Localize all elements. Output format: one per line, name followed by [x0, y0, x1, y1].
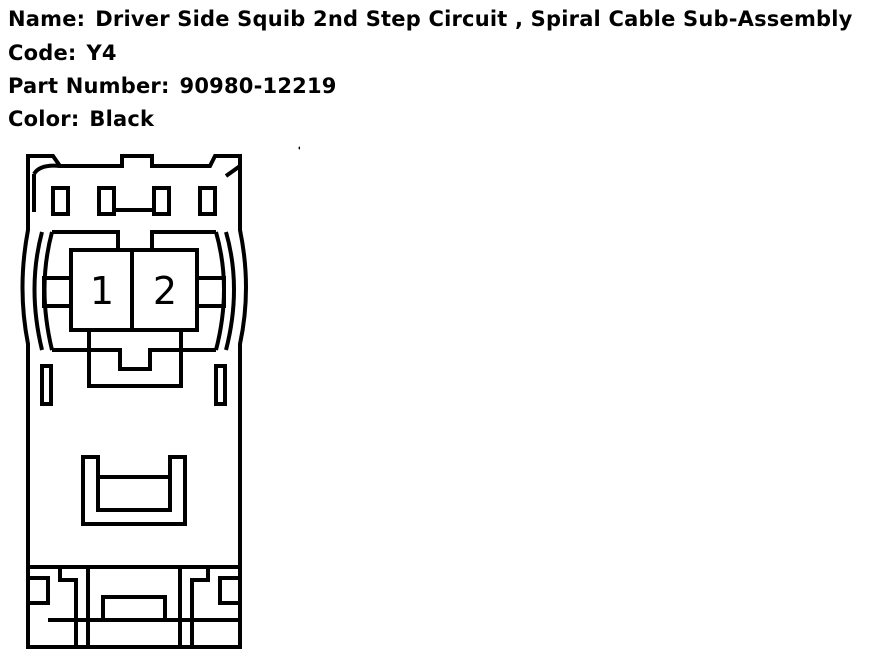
connector-name-value: Driver Side Squib 2nd Step Circuit , Spi…	[95, 7, 853, 31]
connector-code-line: Code: Y4	[8, 40, 117, 66]
part-number-label: Part Number:	[8, 74, 170, 98]
bottom-center-slot	[101, 595, 167, 622]
connector-housing-outline	[20, 154, 248, 649]
connector-color-label: Color:	[8, 107, 80, 131]
connector-code-value: Y4	[86, 41, 117, 65]
right-side-rail-outer	[224, 231, 236, 351]
release-lever	[81, 455, 187, 526]
bottom-right-block	[190, 567, 210, 647]
lock-slot-1	[51, 186, 70, 216]
part-number-line: Part Number: 90980-12219	[8, 73, 337, 99]
left-vertical-slot	[40, 364, 53, 406]
connector-diagram: 1 2	[20, 146, 300, 649]
connector-code-label: Code:	[8, 41, 77, 65]
left-side-rail-outer	[32, 231, 44, 351]
part-number-value: 90980-12219	[179, 74, 337, 98]
connector-name-label: Name:	[8, 7, 86, 31]
lock-slot-4	[198, 186, 217, 216]
housing-inner-rim	[32, 163, 242, 212]
terminal-cavity-frame	[52, 230, 216, 250]
right-vertical-slot	[214, 364, 227, 406]
connector-name-line: Name: Driver Side Squib 2nd Step Circuit …	[8, 6, 853, 32]
right-side-latch	[195, 276, 226, 308]
connector-color-line: Color: Black	[8, 106, 154, 132]
marker-dot	[298, 146, 300, 150]
connector-color-value: Black	[89, 107, 155, 131]
bottom-left-block	[58, 567, 78, 647]
pin-number-1: 1	[90, 269, 114, 313]
lock-slot-3	[152, 186, 171, 216]
pin-number-2: 2	[153, 269, 177, 313]
left-side-latch	[42, 276, 73, 308]
bottom-center-block	[86, 565, 182, 649]
lock-slot-2	[97, 186, 116, 216]
center-lower-tab	[87, 330, 183, 388]
